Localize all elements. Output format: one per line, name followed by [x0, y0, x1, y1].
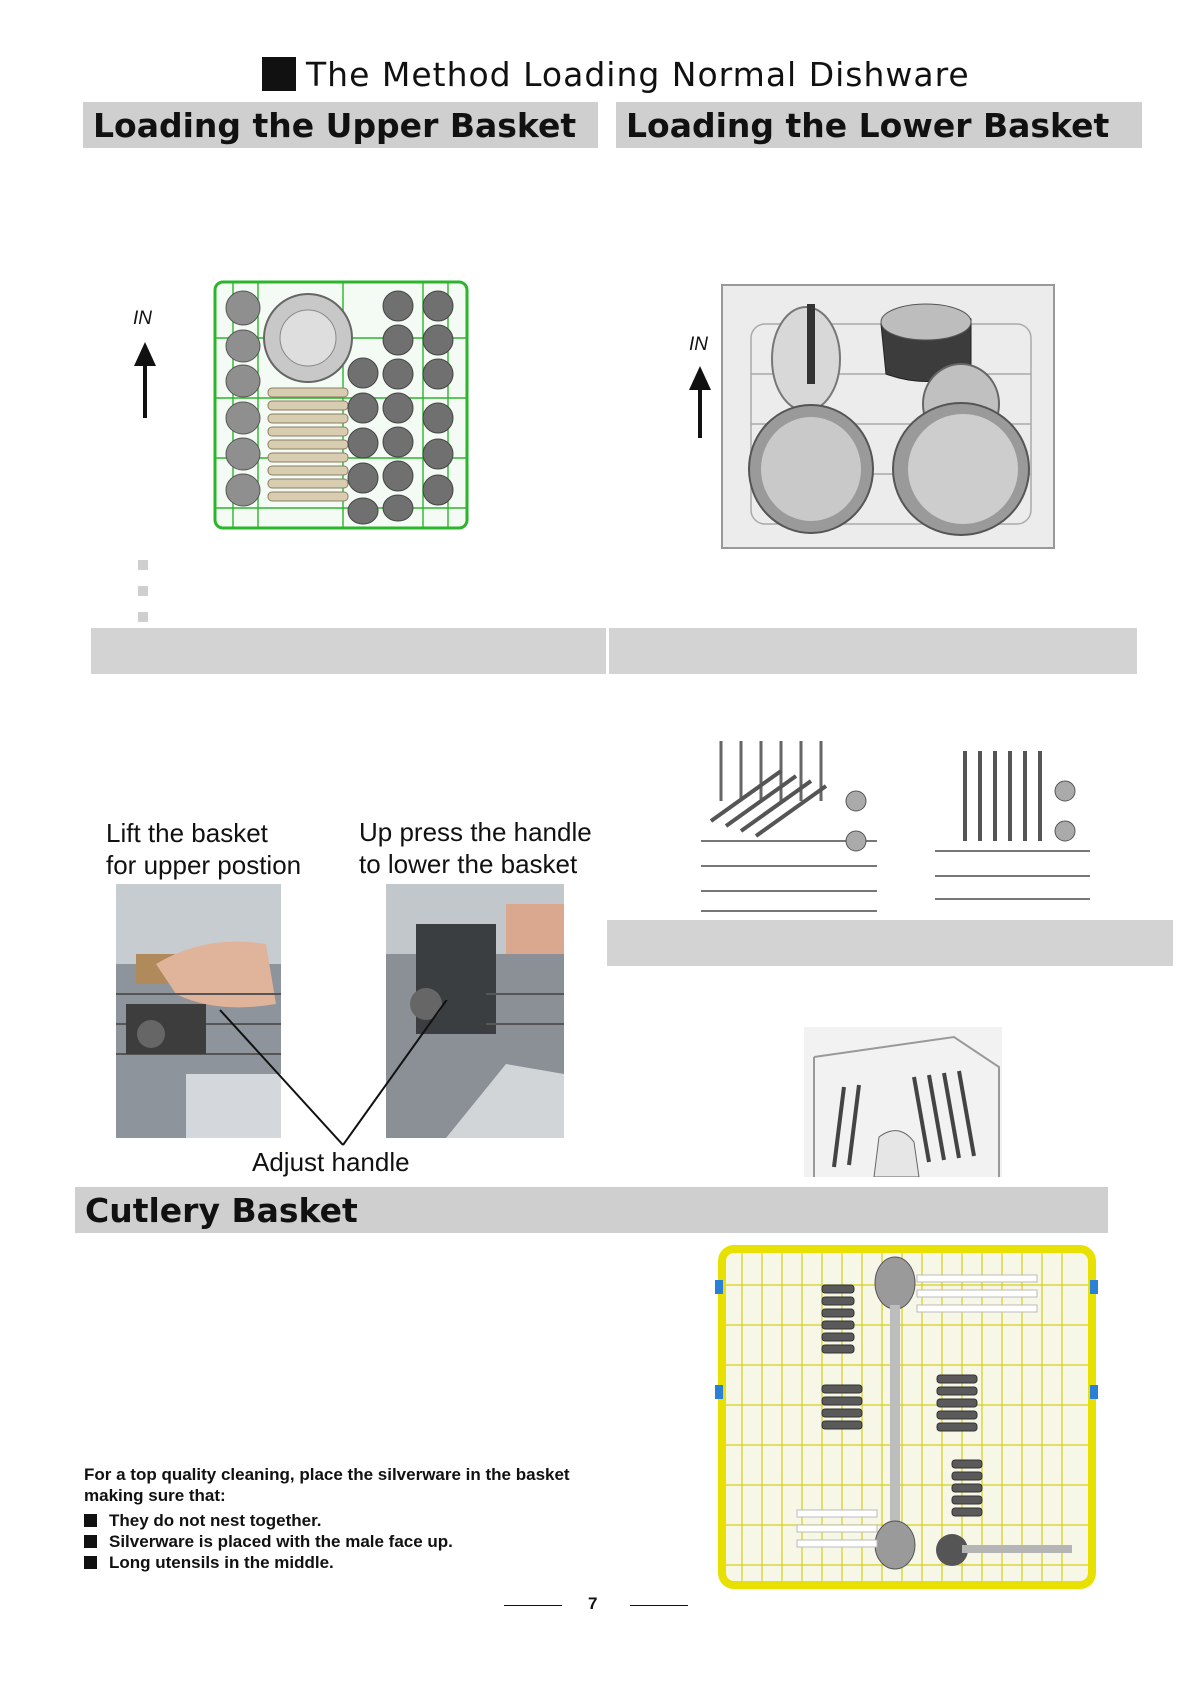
cutlery-heading: Cutlery Basket	[85, 1190, 358, 1230]
cutlery-basket-illustration	[715, 1245, 1098, 1589]
lift-basket-photo	[116, 884, 281, 1138]
bullet-icon	[84, 1514, 97, 1527]
list-item: They do not nest together.	[84, 1510, 644, 1531]
lower-in-arrow-icon	[689, 366, 711, 438]
cutlery-instructions: For a top quality cleaning, place the si…	[84, 1464, 644, 1573]
upper-basket-illustration	[213, 280, 469, 530]
cutlery-heading-bar: Cutlery Basket	[75, 1187, 1108, 1233]
footer-rule-right	[630, 1605, 688, 1606]
empty-bullet-icon	[138, 612, 148, 622]
upper-basket-heading: Loading the Upper Basket	[93, 105, 577, 145]
lift-caption: Lift the basket for upper postion	[106, 818, 302, 880]
bullet-icon	[84, 1556, 97, 1569]
rack-heading-bar	[609, 628, 1137, 674]
lower-basket-heading: Loading the Lower Basket	[626, 105, 1110, 145]
lower-basket-photo	[386, 884, 564, 1138]
empty-bullet-icon	[138, 586, 148, 596]
page-number: 7	[588, 1594, 598, 1613]
adjust-handle-label: Adjust handle	[252, 1147, 410, 1177]
footer-rule-left	[504, 1605, 562, 1606]
page-title-text: The Method Loading Normal Dishware	[306, 54, 970, 94]
empty-bullet-icon	[138, 560, 148, 570]
title-bullet-icon	[262, 57, 296, 91]
list-item: Silverware is placed with the male face …	[84, 1531, 644, 1552]
lower-basket-heading-bar: Loading the Lower Basket	[616, 102, 1142, 148]
lower-in-label: IN	[689, 334, 708, 355]
list-item: Long utensils in the middle.	[84, 1552, 644, 1573]
lower-basket-illustration	[721, 284, 1055, 549]
folding-tines-up-illustration	[935, 741, 1090, 906]
plate-rack-heading-bar	[607, 920, 1173, 966]
upper-in-arrow-icon	[134, 342, 156, 418]
adjust-heading-bar	[91, 628, 606, 674]
cutlery-bullet-list: They do not nest together. Silverware is…	[84, 1510, 644, 1573]
adjust-handle-pointer-lines	[219, 1000, 448, 1146]
bullet-icon	[84, 1535, 97, 1548]
upper-in-label: IN	[133, 308, 152, 329]
plate-rack-illustration	[804, 1027, 1002, 1177]
press-caption: Up press the handle to lower the basket	[359, 817, 592, 879]
upper-basket-heading-bar: Loading the Upper Basket	[83, 102, 598, 148]
page-title: The Method Loading Normal Dishware	[262, 52, 970, 96]
folding-tines-down-illustration	[701, 741, 877, 916]
